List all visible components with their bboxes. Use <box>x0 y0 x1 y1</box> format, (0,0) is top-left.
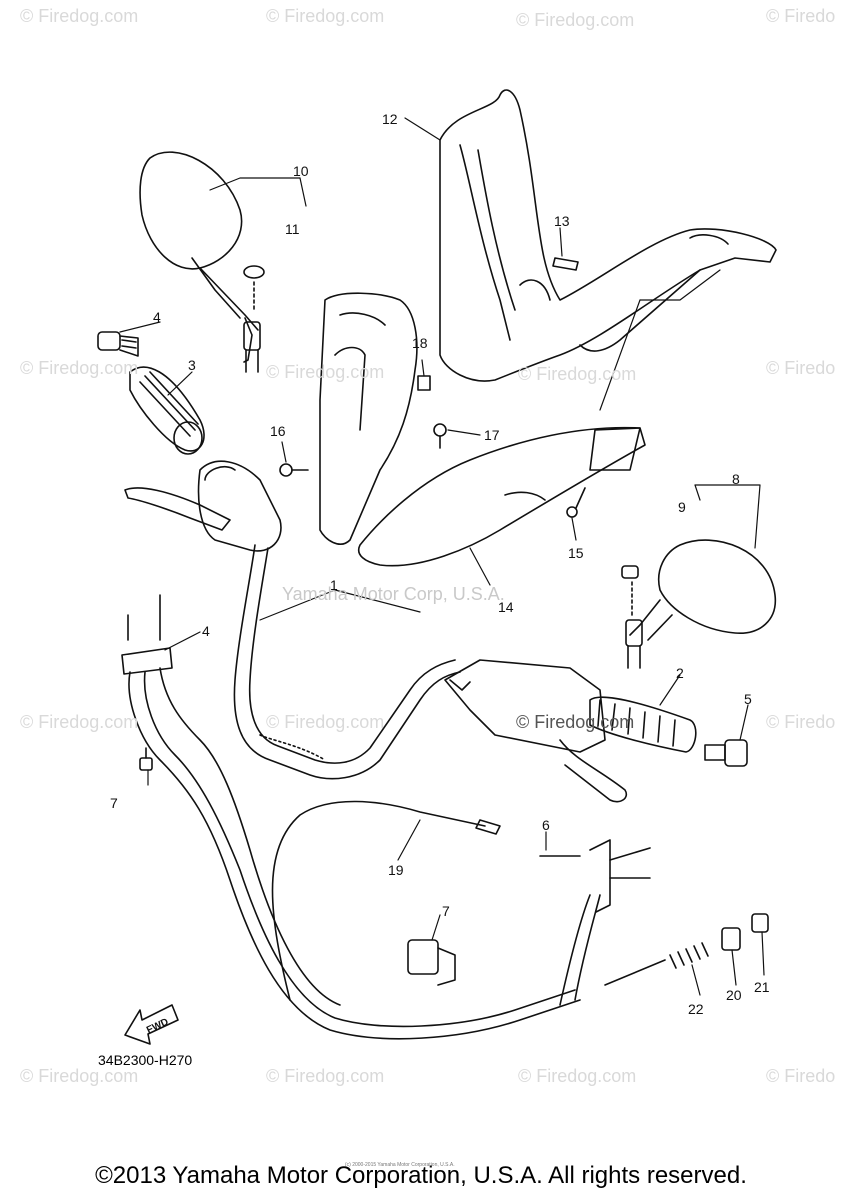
watermark-mid-4: © Firedo <box>766 358 836 378</box>
right-mirror-cap-part <box>621 565 639 616</box>
bar-end-left-part <box>97 331 139 357</box>
callout-12: 11 <box>285 221 300 237</box>
callout-22: 21 <box>754 979 770 995</box>
callout-4b: 5 <box>744 691 752 707</box>
callout-3: 3 <box>188 357 196 373</box>
watermark-low-2: © Firedog.com <box>266 712 385 732</box>
screw-16-part <box>566 487 586 518</box>
right-switch-grip-part <box>444 659 697 803</box>
watermark-bottom-2: © Firedog.com <box>266 1066 385 1086</box>
callout-14: 13 <box>554 213 570 229</box>
drawing-code: 34B2300-H270 <box>98 1052 193 1068</box>
callout-15: 14 <box>498 599 514 615</box>
callout-10: 9 <box>678 499 686 515</box>
callout-11: 10 <box>293 163 309 179</box>
left-grip-part <box>129 366 205 455</box>
left-lever-switch-part <box>124 460 282 552</box>
callout-7: 7 <box>442 903 450 919</box>
bolt-8-part <box>139 747 153 771</box>
watermark-top-4: © Firedo <box>766 6 836 26</box>
callout-19: 18 <box>412 335 428 351</box>
watermark-mid-1: © Firedog.com <box>20 358 139 378</box>
watermark-low-3: © Firedo <box>766 712 836 732</box>
callout-21: 20 <box>726 987 742 1003</box>
cable-20-part <box>271 800 486 1001</box>
right-mirror-part <box>625 539 777 669</box>
inner-cover-part <box>319 292 646 567</box>
screw-18-part <box>433 423 447 449</box>
callout-20: 19 <box>388 862 404 878</box>
callout-6: 6 <box>542 817 550 833</box>
callout-18: 17 <box>484 427 500 443</box>
bracket-cable-part <box>539 839 651 1006</box>
watermark-mid-2: © Firedog.com <box>266 362 385 382</box>
callout-1: 1 <box>330 577 338 593</box>
callout-17: 16 <box>270 423 286 439</box>
watermark-low-1: © Firedog.com <box>20 712 139 732</box>
bar-end-right-part <box>704 739 748 767</box>
mirror-cap-part <box>243 265 265 313</box>
clip-19-part <box>417 375 431 391</box>
callout-8: 7 <box>110 795 118 811</box>
watermark-mid-3: © Firedog.com <box>518 364 637 384</box>
handlebar-part <box>233 544 461 780</box>
callout-23: 22 <box>688 1001 704 1017</box>
callout-9: 8 <box>732 471 740 487</box>
forward-label: FWD <box>145 1017 170 1037</box>
leader-lines <box>119 117 765 996</box>
callout-2: 2 <box>676 665 684 681</box>
spring-adjuster-part <box>604 913 769 986</box>
screw-17-part <box>279 463 309 477</box>
watermark-bottom-3: © Firedog.com <box>518 1066 637 1086</box>
throttle-cables-part <box>121 594 581 1040</box>
callout-4a: 4 <box>153 309 161 325</box>
watermark-center-firedog: © Firedog.com <box>516 712 635 732</box>
switch-plug-part <box>407 939 456 986</box>
watermark-bottom-1: © Firedog.com <box>20 1066 139 1086</box>
watermark-top-1: © Firedog.com <box>20 6 139 26</box>
forward-arrow <box>124 1004 179 1045</box>
watermark-bottom-4: © Firedo <box>766 1066 836 1086</box>
callout-16: 15 <box>568 545 584 561</box>
fine-print: (c) 2000-2015 Yamaha Motor Corporation, … <box>345 1162 455 1168</box>
watermark-top-2: © Firedog.com <box>266 6 385 26</box>
front-cover-part <box>439 89 777 382</box>
left-mirror-part <box>139 151 261 373</box>
watermark-top-3: © Firedog.com <box>516 10 635 30</box>
watermark-yamaha: Yamaha Motor Corp, U.S.A. <box>282 584 505 604</box>
callout-13: 12 <box>382 111 398 127</box>
small-clip-part <box>552 257 579 271</box>
callout-5: 4 <box>202 623 210 639</box>
copyright-notice: ©2013 Yamaha Motor Corporation, U.S.A. A… <box>95 1162 747 1189</box>
